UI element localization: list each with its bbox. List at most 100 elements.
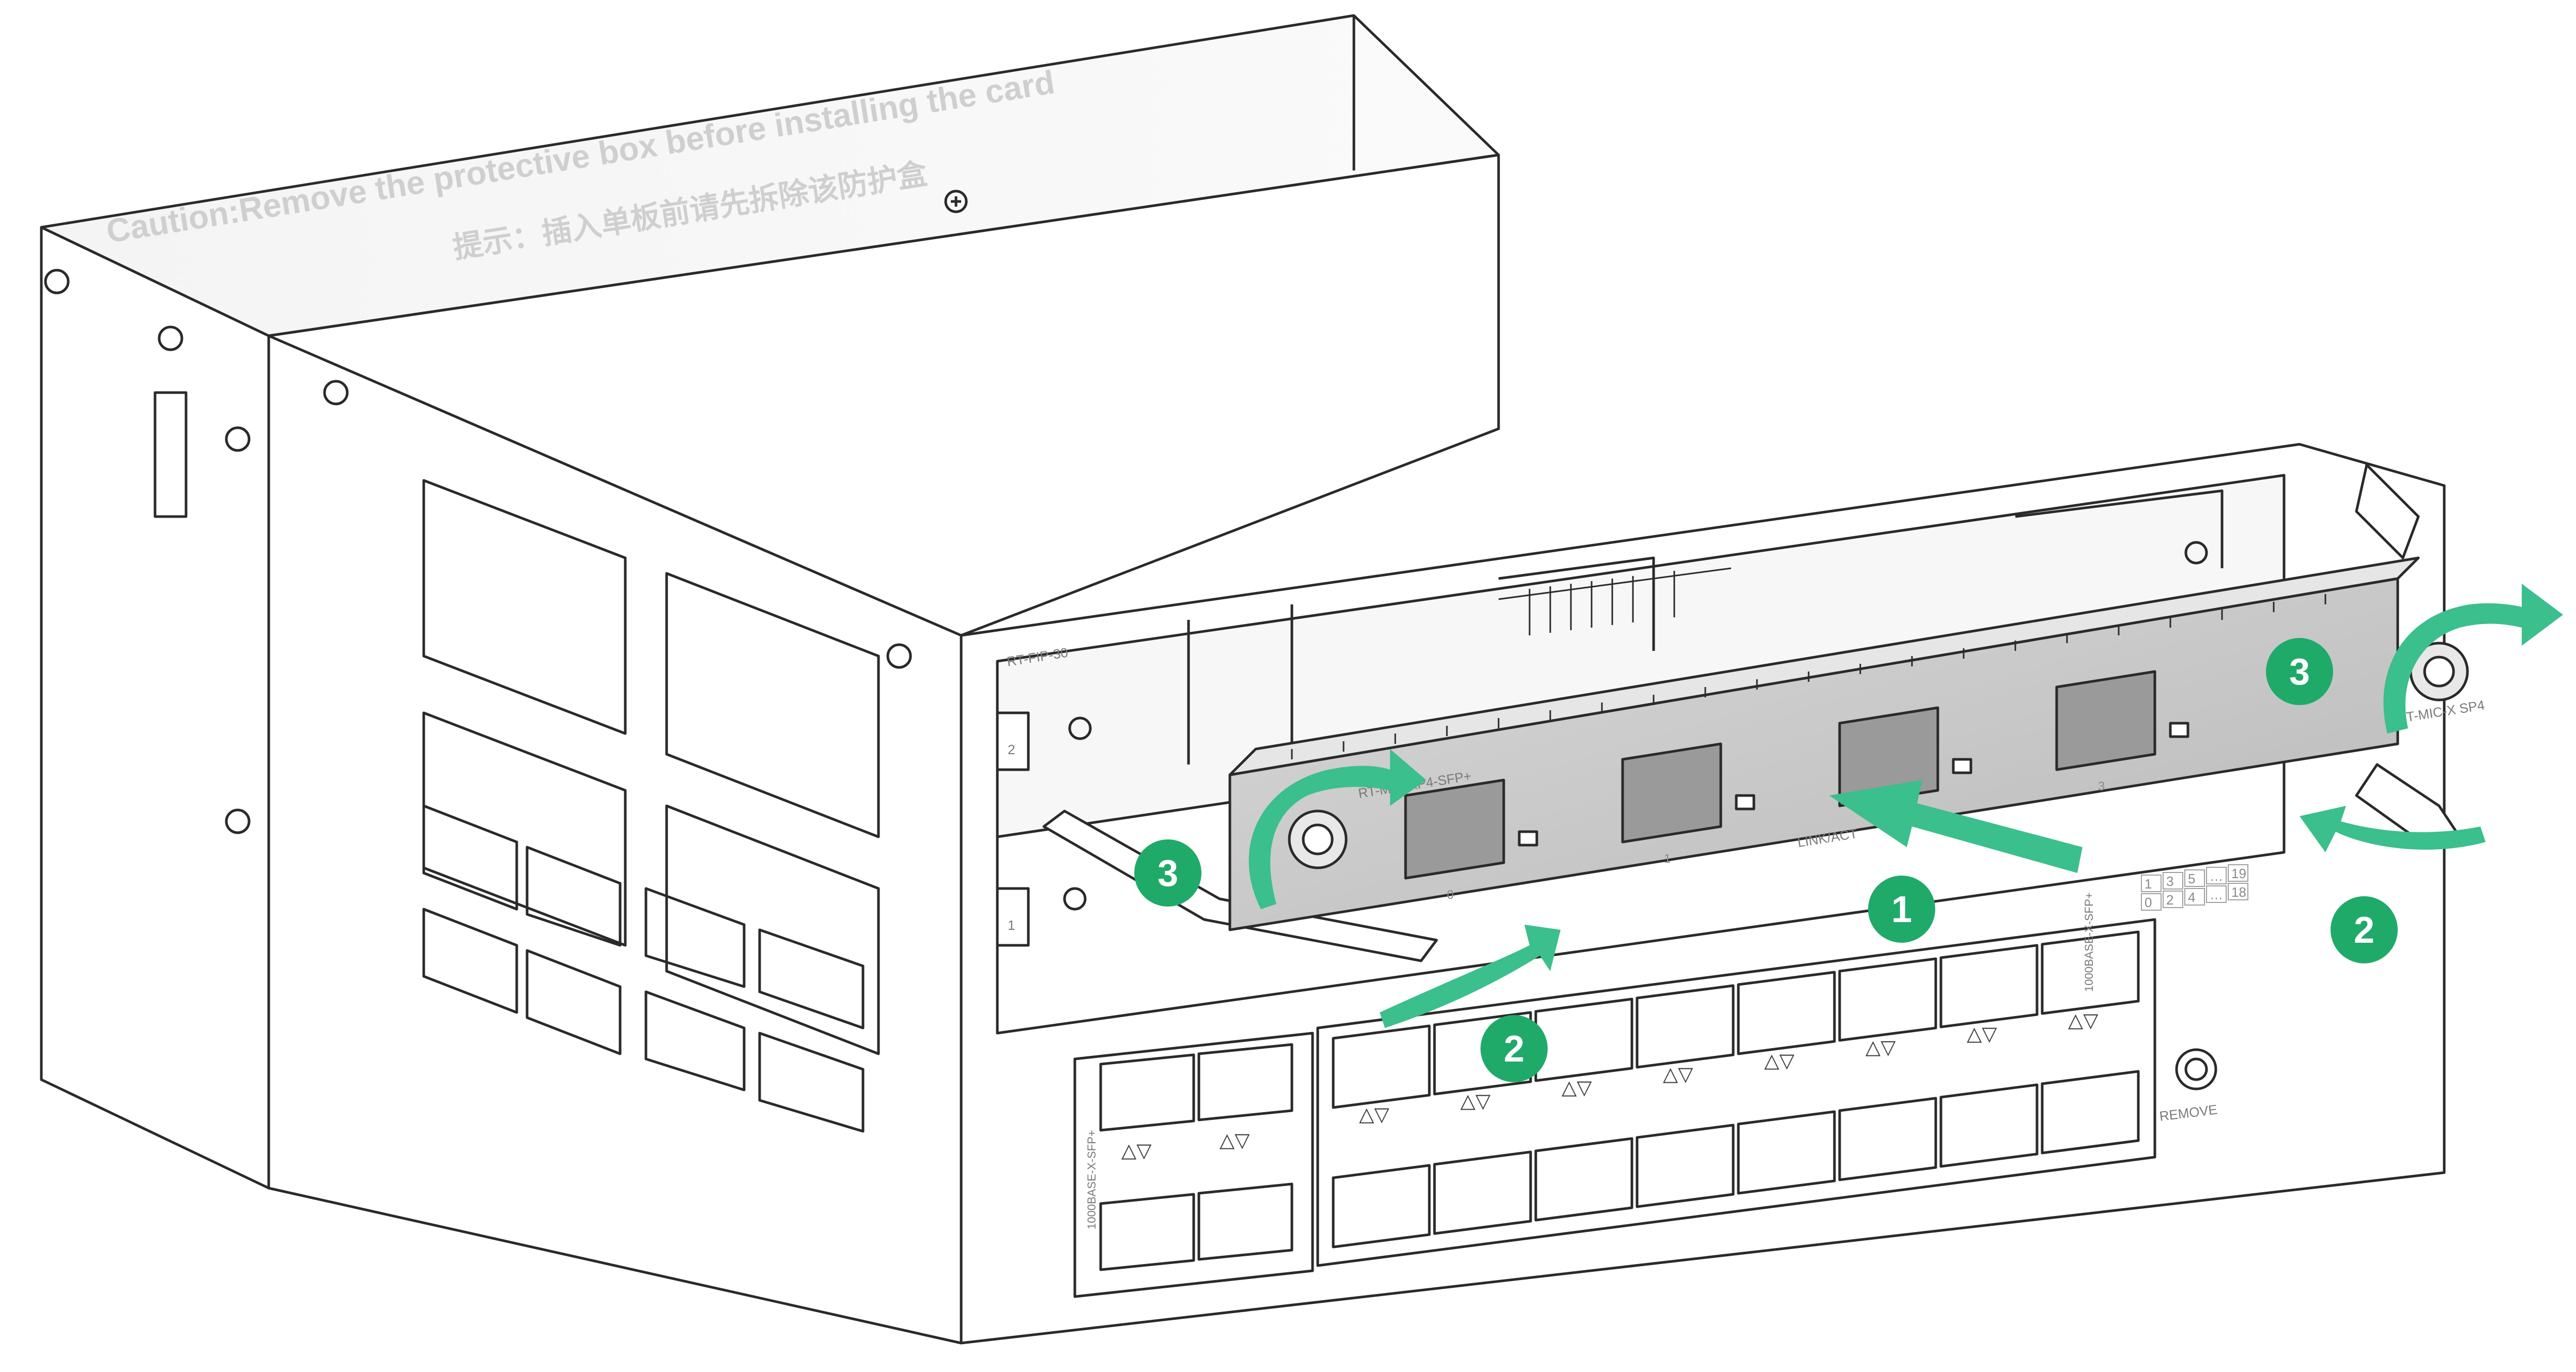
legend-cell: [2206, 885, 2227, 903]
front-sfp-cage: [2041, 930, 2140, 1015]
side-cutouts: [422, 479, 880, 1133]
card-port-number: 0: [1447, 888, 1454, 902]
card-sfp-ports: [1404, 670, 2189, 880]
front-sfp-cage: [1197, 1182, 1293, 1261]
legend-number: …: [2210, 887, 2223, 902]
front-sfp-cage: [1939, 944, 2039, 1028]
front-sfp-cage: [1737, 971, 1836, 1055]
step-1-badge: 1: [1868, 876, 1935, 943]
link-led: [1952, 758, 1972, 774]
front-sfp-cage: [1838, 1097, 1937, 1181]
front-sfp-cage: [1099, 1053, 1195, 1132]
card-sfp-port: [1621, 742, 1722, 844]
legend-number: 3: [2166, 874, 2173, 889]
legend-cell: [2163, 872, 2183, 890]
step-3-number: 3: [2289, 651, 2310, 693]
screw-icon: [886, 643, 912, 669]
ejector-lever-left: [1042, 809, 1438, 962]
card-sfp-port: [1404, 778, 1505, 880]
front-sfp-cage: [1197, 1043, 1293, 1121]
legend-cell: [2228, 864, 2248, 882]
port-led-glyph: △▽: [1359, 1104, 1390, 1126]
legend-number: 5: [2188, 871, 2195, 886]
right-module-label: 1000BASE-X-SFP+: [2083, 892, 2095, 992]
warning-badge-icon: [944, 190, 968, 213]
step-badges: 1 2 2 3 3: [1134, 638, 2398, 1082]
screw-icon: [1063, 887, 1087, 911]
link-led: [1735, 794, 1755, 810]
screw-arrow-right-icon: [2383, 584, 2563, 734]
remove-button-icon: [2175, 1048, 2217, 1090]
slot-marker-1: [996, 887, 1030, 947]
port-led-glyph: △▽: [1967, 1023, 1997, 1045]
screw-icon: [44, 269, 70, 294]
front-sfp-cage: [1838, 957, 1937, 1042]
push-arrow-icon: [1829, 780, 2083, 873]
legend-number: …: [2210, 868, 2223, 884]
step-2-badge-left: 2: [1480, 1015, 1548, 1082]
screw-arrow-left-icon: [1248, 749, 1426, 909]
step-3-number: 3: [1158, 853, 1178, 894]
step-2-badge-right: 2: [2331, 896, 2398, 963]
card-port-number: 1: [1664, 852, 1671, 866]
front-sfp-cage: [2041, 1070, 2140, 1155]
step-1-number: 1: [1891, 889, 1912, 930]
front-sfp-cage: [1099, 1193, 1195, 1271]
port-led-glyphs: △▽△▽△▽△▽△▽△▽△▽△▽△▽△▽: [1121, 1010, 2099, 1162]
chassis-side-panel: [40, 226, 963, 1345]
step-2-number: 2: [2354, 910, 2374, 951]
legend-cell: [2228, 883, 2248, 900]
port-led-glyph: △▽: [2068, 1010, 2099, 1032]
legend-number: 19: [2231, 866, 2246, 881]
legend-number: 2: [2166, 892, 2173, 908]
front-sfp-cage: [1636, 984, 1735, 1069]
slot-label-2: 2: [1008, 742, 1015, 757]
link-led: [1518, 830, 1538, 847]
screw-icon: [158, 325, 183, 351]
protective-box: [40, 14, 1500, 637]
port-led-glyph: △▽: [1764, 1050, 1795, 1072]
screw-icon: [1068, 716, 1092, 740]
port-led-glyph: △▽: [1865, 1037, 1896, 1058]
legend-cell: [2184, 888, 2205, 906]
legend-number: 4: [2188, 890, 2195, 905]
front-sfp-ports: [1099, 930, 2140, 1271]
card-top-ridges: [1291, 594, 2326, 759]
screw-icon: [323, 380, 349, 406]
legend-number: 0: [2145, 895, 2152, 910]
legend-cell: [2184, 869, 2205, 887]
screw-icon: [225, 426, 251, 452]
front-sfp-cage: [1332, 1164, 1431, 1249]
left-module-label: 1000BASE-X-SFP+: [1085, 1130, 1098, 1229]
lever-arrow-left-icon: [1380, 925, 1561, 1028]
front-sfp-cage: [1939, 1083, 2039, 1168]
port-led-glyph: △▽: [1663, 1064, 1693, 1085]
step-3-badge-right: 3: [2266, 638, 2333, 705]
screw-icon: [2184, 541, 2208, 565]
port-led-glyph: △▽: [1220, 1130, 1250, 1151]
front-sfp-cage: [1534, 1137, 1633, 1222]
side-slot: [153, 391, 188, 518]
slot-marker-2: [996, 711, 1030, 771]
slot-label-1: 1: [1008, 917, 1015, 933]
legend-number: 1: [2145, 876, 2152, 892]
step-3-badge-left: 3: [1134, 839, 1201, 907]
front-sfp-cage: [1534, 997, 1633, 1082]
front-sfp-cage: [1737, 1110, 1836, 1195]
legend-number: 18: [2231, 884, 2246, 900]
heatsink: [1498, 567, 1732, 635]
ejector-lever-right: [2355, 463, 2461, 849]
legend-cell: [2206, 867, 2227, 884]
front-sfp-cage: [1332, 1024, 1431, 1109]
front-sfp-cage: [1636, 1124, 1735, 1208]
port-led-glyph: △▽: [1460, 1090, 1491, 1112]
card-port-number: 3: [2098, 779, 2105, 793]
front-sfp-cage: [1433, 1150, 1532, 1235]
legend-cell: [2141, 875, 2162, 892]
step-2-number: 2: [1504, 1028, 1524, 1070]
screw-icon: [225, 808, 251, 834]
link-led: [2169, 722, 2189, 738]
step-arrows: [1248, 584, 2563, 1028]
